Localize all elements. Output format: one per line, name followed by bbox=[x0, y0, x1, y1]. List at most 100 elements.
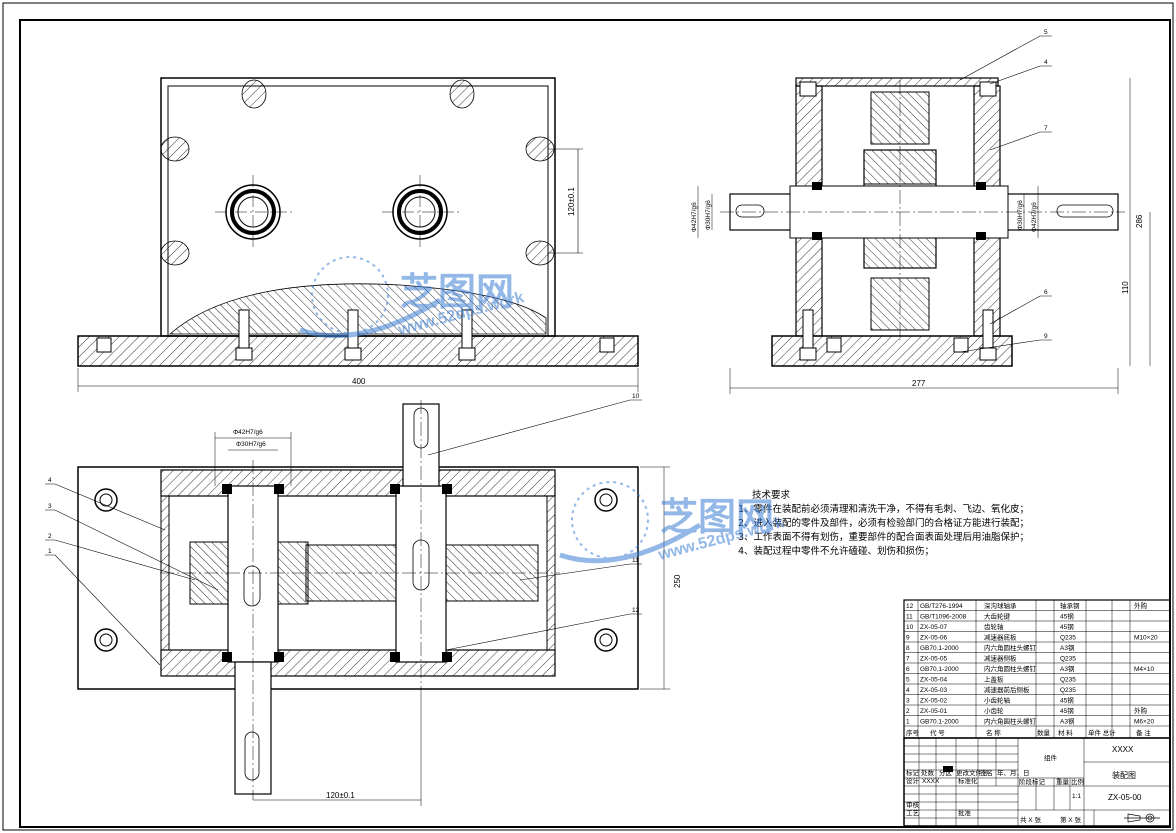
tb-design: 设计 bbox=[906, 776, 920, 785]
side-view: Φ42H7/g6 Φ30H7/g6 Φ30H7/g6 Φ42H7/g6 286 … bbox=[691, 29, 1151, 394]
bom-row-name: 小齿轮轴 bbox=[984, 696, 1011, 705]
tb-material: 组件 bbox=[1044, 753, 1058, 762]
tb-weight-label: 重量 bbox=[1056, 778, 1070, 786]
tech-req-item-1: 1、零件在装配前必须清理和清洗干净，不得有毛刺、飞边、氧化皮； bbox=[738, 503, 1029, 515]
side-dim-fit-inner-left: Φ30H7/g6 bbox=[705, 200, 712, 230]
bom-row-code: GB70.1-2000 bbox=[920, 666, 959, 673]
bom-row-no: 4 bbox=[906, 687, 910, 694]
bom-header-material: 材 料 bbox=[1058, 728, 1073, 737]
top-balloon-2: 2 bbox=[48, 533, 52, 540]
side-balloon-9: 9 bbox=[1044, 333, 1048, 340]
tech-req-title: 技术要求 bbox=[752, 489, 791, 501]
title-block: 标记 处数 分区 更改文件号 签名 年、月、日 设计 XXXX 标准化 审核 工… bbox=[903, 737, 1171, 827]
bom-row-name: 上盖板 bbox=[984, 675, 1004, 684]
technical-requirements: 技术要求 1、零件在装配前必须清理和清洗干净，不得有毛刺、飞边、氧化皮； 2、进… bbox=[738, 489, 1029, 557]
bom-row-material: A3钢 bbox=[1060, 718, 1075, 726]
top-balloon-10: 10 bbox=[632, 393, 640, 400]
bom-row-name: 内六角圆柱头螺钉 bbox=[984, 717, 1037, 726]
bom-row-material: 45钢 bbox=[1060, 623, 1074, 631]
bom-row-no: 11 bbox=[906, 614, 913, 621]
side-dim-fit-inner-right: Φ30H7/g6 bbox=[1017, 200, 1024, 230]
bom-row-material: 45钢 bbox=[1060, 697, 1074, 705]
bom-row-no: 12 bbox=[906, 603, 914, 610]
tb-sheet-total: 共 X 张 bbox=[1020, 815, 1041, 824]
bom-row-no: 3 bbox=[906, 698, 910, 705]
bom-row-material: 轴承钢 bbox=[1060, 601, 1080, 610]
tb-company: XXXX bbox=[1112, 745, 1134, 754]
bom-row-code: ZX-05-05 bbox=[920, 656, 947, 663]
bom-row-note: 外购 bbox=[1134, 706, 1148, 715]
tb-date: 年、月、日 bbox=[997, 768, 1030, 777]
watermark-brand-top: 芝图网 bbox=[660, 497, 774, 539]
bom-row-no: 8 bbox=[906, 645, 910, 652]
bom-row-no: 2 bbox=[906, 708, 910, 715]
bom-row-name: 小齿轮 bbox=[984, 706, 1004, 715]
top-dim-center: 120±0.1 bbox=[326, 791, 355, 800]
side-balloon-4: 4 bbox=[1044, 59, 1048, 66]
tb-drawing-no: ZX-05-00 bbox=[1108, 793, 1142, 802]
side-balloon-5: 5 bbox=[1044, 29, 1048, 36]
bom-row-name: 减速器侧板 bbox=[984, 654, 1017, 663]
bom-row-material: 45钢 bbox=[1060, 707, 1074, 715]
bom-row-name: 内六角圆柱头螺钉 bbox=[984, 643, 1037, 652]
tech-req-item-2: 2、进入装配的零件及部件，必须有检验部门的合格证方能进行装配； bbox=[738, 517, 1029, 529]
tb-sign: 签名 bbox=[980, 768, 993, 777]
bom-header-no: 序号 bbox=[906, 728, 920, 737]
front-dim-center: 120±0.1 bbox=[567, 187, 576, 216]
bom-row-material: Q235 bbox=[1060, 687, 1076, 694]
bom-row-no: 10 bbox=[906, 624, 914, 631]
tb-process: 工艺 bbox=[906, 809, 920, 817]
tb-drawing-name: 装配图 bbox=[1112, 770, 1136, 780]
bom-row-no: 1 bbox=[906, 719, 910, 726]
bom-header-unit_total: 单件 总计 bbox=[1088, 728, 1116, 737]
top-balloon-12: 12 bbox=[632, 607, 640, 614]
bom-row-code: ZX-05-06 bbox=[920, 635, 947, 642]
bom-row-code: ZX-05-01 bbox=[920, 708, 947, 715]
side-dim-height-total: 286 bbox=[1135, 214, 1144, 228]
tb-approve: 批准 bbox=[958, 808, 972, 817]
side-dim-height-axis: 110 bbox=[1121, 281, 1130, 294]
bom-row-note: M6×20 bbox=[1134, 719, 1154, 726]
top-balloon-11: 11 bbox=[632, 557, 639, 564]
top-balloon-4: 4 bbox=[48, 477, 52, 484]
bom-row-material: 45钢 bbox=[1060, 613, 1074, 621]
bom-row-code: ZX-05-07 bbox=[920, 624, 947, 631]
bom-row-code: ZX-05-03 bbox=[920, 687, 947, 694]
tb-scale: 1:1 bbox=[1072, 793, 1081, 800]
bom-row-code: GB70.1-2000 bbox=[920, 645, 959, 652]
tb-standard: 标准化 bbox=[958, 776, 978, 785]
front-dim-width: 400 bbox=[352, 377, 366, 386]
bom-row-code: GB/T1096-2008 bbox=[920, 614, 967, 621]
top-dim-fit-outer: Φ42H7/g6 bbox=[233, 429, 263, 436]
bom-row-code: GB/T276-1994 bbox=[920, 603, 963, 610]
bom-row-code: ZX-05-02 bbox=[920, 698, 947, 705]
bom-row-note: 外购 bbox=[1134, 601, 1148, 610]
bom-row-name: 减速器底板 bbox=[984, 633, 1017, 642]
inner-frame bbox=[19, 19, 1171, 828]
bom-header-note: 备 注 bbox=[1136, 728, 1151, 737]
tb-sheet-no: 第 X 张 bbox=[1060, 815, 1081, 824]
front-view: 400 120±0.1 bbox=[77, 77, 639, 392]
bom-header-name: 名 称 bbox=[986, 728, 1001, 737]
bom-header-qty: 数量 bbox=[1037, 728, 1051, 737]
tb-check: 审核 bbox=[906, 800, 920, 809]
top-dim-height: 250 bbox=[673, 574, 682, 588]
bom-row-name: 齿轮轴 bbox=[984, 622, 1004, 631]
tb-stage-label: 阶段标记 bbox=[1019, 777, 1046, 786]
bom-row-material: A3钢 bbox=[1060, 644, 1075, 652]
tech-req-item-4: 4、装配过程中零件不允许磕碰、划伤和损伤； bbox=[738, 545, 934, 557]
tech-req-item-3: 3、工作表面不得有划伤，重要部件的配合面表面处理后用油脂保护； bbox=[738, 531, 1029, 543]
bom-row-material: Q235 bbox=[1060, 677, 1076, 684]
tb-scale-label: 比例 bbox=[1071, 777, 1084, 786]
bom-row-code: ZX-05-04 bbox=[920, 677, 947, 684]
top-balloon-1: 1 bbox=[48, 548, 52, 555]
watermark-brand-front: 芝图网 bbox=[400, 272, 514, 314]
tb-change-no: 更改文件号 bbox=[956, 768, 989, 777]
top-view: Φ42H7/g6 Φ30H7/g6 250 120±0.1 4 3 2 1 10… bbox=[45, 393, 682, 806]
bom-row-material: Q235 bbox=[1060, 635, 1076, 642]
bom-row-no: 5 bbox=[906, 677, 910, 684]
bom-row-note: M4×10 bbox=[1134, 666, 1154, 673]
bom-row-name: 内六角圆柱头螺钉 bbox=[984, 664, 1037, 673]
bom-row-name: 深沟球轴承 bbox=[984, 601, 1017, 610]
